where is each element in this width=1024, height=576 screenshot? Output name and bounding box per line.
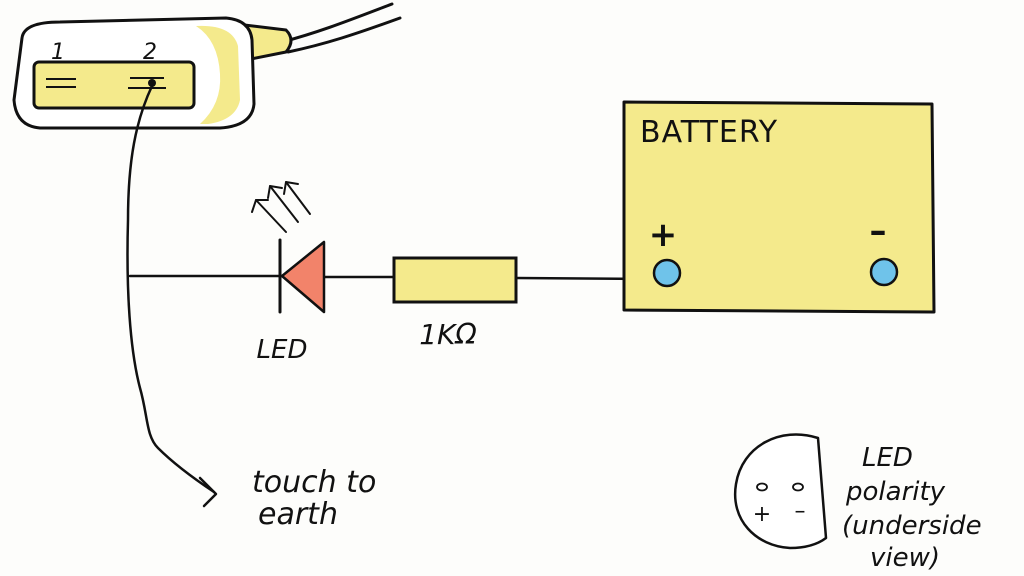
earth-wire — [126, 84, 216, 494]
polarity-plus-sign: + — [753, 502, 771, 527]
earth-arrow-head — [198, 476, 218, 508]
earth-note-line-1: touch to — [252, 465, 376, 500]
led-polarity-inset: + – LED polarity (underside view) — [733, 433, 982, 573]
battery-body — [622, 100, 936, 314]
led-underside-outline — [733, 433, 828, 550]
led-lead-hole-left — [756, 482, 768, 492]
pin-1 — [46, 78, 76, 88]
battery-minus-sign: – — [870, 211, 887, 251]
pin-2 — [128, 77, 166, 89]
pin-2-contact-dot — [148, 79, 156, 87]
battery-negative-terminal — [869, 257, 899, 287]
resistor: 1KΩ — [392, 256, 518, 351]
resistor-label: 1KΩ — [419, 318, 477, 351]
plug-socket — [32, 60, 196, 110]
battery-title: BATTERY — [640, 115, 778, 150]
polarity-minus-sign: – — [795, 499, 806, 524]
battery: BATTERY + – — [622, 100, 936, 314]
light-emission-arrows — [251, 181, 311, 233]
plug: 1 2 — [12, 16, 293, 130]
polarity-note-line-3: (underside — [842, 511, 982, 541]
led-lead-hole-right — [792, 482, 804, 492]
pin-2-label: 2 — [143, 40, 157, 65]
battery-positive-terminal — [652, 258, 682, 288]
led-label: LED — [257, 335, 308, 365]
plug-cable — [280, 2, 402, 54]
polarity-note-line-4: view) — [870, 543, 940, 573]
earth-note-line-2: earth — [258, 497, 338, 532]
resistor-body — [392, 256, 518, 304]
plug-highlight — [196, 25, 240, 124]
polarity-note-line-2: polarity — [845, 477, 946, 507]
polarity-note-line-1: LED — [862, 443, 913, 473]
pin-1-label: 1 — [51, 40, 65, 65]
earth-note: touch to earth — [252, 465, 376, 532]
led-triangle — [280, 240, 326, 314]
battery-plus-sign: + — [649, 215, 678, 255]
led: LED — [251, 181, 326, 365]
